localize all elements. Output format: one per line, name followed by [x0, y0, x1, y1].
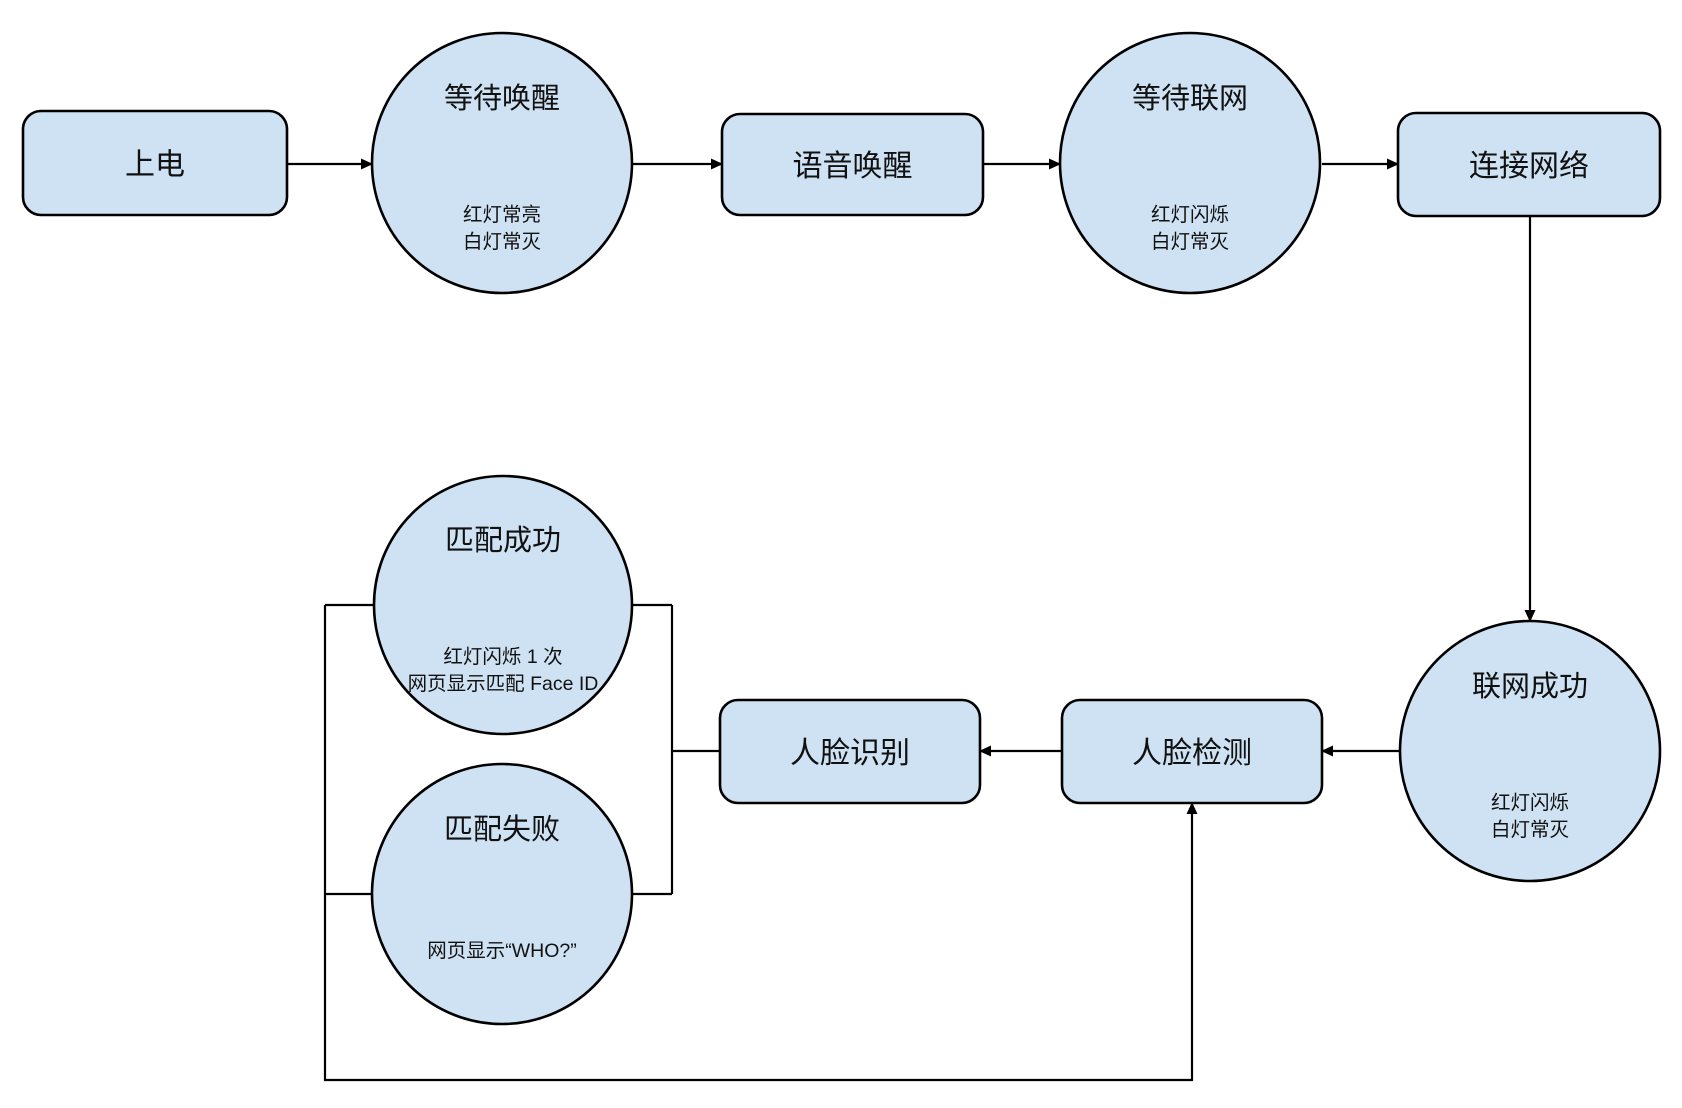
node-label-match-fail: 匹配失败 [444, 813, 560, 846]
nodes-layer: 上电等待唤醒红灯常亮白灯常灭语音唤醒等待联网红灯闪烁白灯常灭连接网络联网成功红灯… [21, 31, 1662, 1026]
node-shape-face-detect [1060, 698, 1324, 805]
node-sublabel-wait-wake-1: 白灯常灭 [463, 231, 541, 253]
edges-layer [287, 158, 1536, 1082]
node-label-voice-wake: 语音唤醒 [793, 150, 913, 183]
node-sublabel-match-fail-0: 网页显示“WHO?” [427, 940, 577, 962]
node-label-face-detect: 人脸检测 [1132, 737, 1252, 770]
node-shape-wait-wake [370, 31, 634, 295]
node-label-match-success: 匹配成功 [445, 524, 561, 557]
node-sublabel-match-success-1: 网页显示匹配 Face ID [408, 673, 599, 695]
node-shape-voice-wake [720, 112, 985, 217]
node-sublabel-wait-network-0: 红灯闪烁 [1151, 204, 1229, 226]
node-label-connect-network: 连接网络 [1469, 150, 1589, 183]
node-voice-wake: 语音唤醒 [720, 112, 985, 217]
node-shape-match-fail [370, 762, 634, 1026]
node-shape-network-success [1398, 619, 1662, 883]
node-label-power-on: 上电 [125, 149, 185, 182]
node-sublabel-wait-network-1: 白灯常灭 [1151, 231, 1229, 253]
node-face-detect: 人脸检测 [1060, 698, 1324, 805]
node-label-face-recognize: 人脸识别 [790, 737, 910, 770]
node-shape-match-success [372, 474, 634, 736]
node-shape-face-recognize [718, 698, 982, 805]
node-label-wait-network: 等待联网 [1132, 82, 1248, 115]
node-shape-connect-network [1396, 111, 1662, 218]
node-label-network-success: 联网成功 [1472, 670, 1588, 703]
node-shape-wait-network [1058, 31, 1322, 295]
node-sublabel-wait-wake-0: 红灯常亮 [463, 204, 541, 226]
node-connect-network: 连接网络 [1396, 111, 1662, 218]
node-power-on: 上电 [21, 109, 289, 217]
node-face-recognize: 人脸识别 [718, 698, 982, 805]
node-sublabel-match-success-0: 红灯闪烁 1 次 [443, 646, 562, 668]
edge-loop-back-to-detect [323, 605, 1198, 1082]
node-shape-power-on [21, 109, 289, 217]
node-label-wait-wake: 等待唤醒 [444, 82, 560, 115]
node-sublabel-network-success-1: 白灯常灭 [1491, 819, 1569, 841]
node-sublabel-network-success-0: 红灯闪烁 [1491, 792, 1569, 814]
